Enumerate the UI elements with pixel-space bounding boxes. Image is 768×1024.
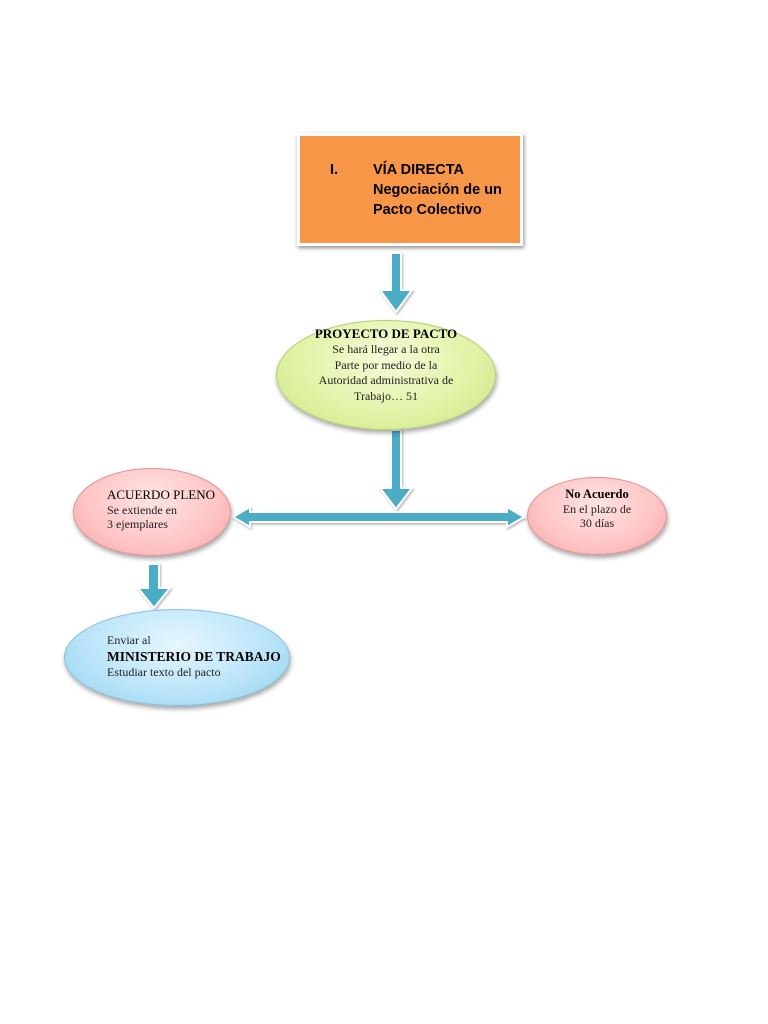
ministerio-line-1: Enviar al <box>107 633 151 647</box>
title-number: I. <box>330 162 339 178</box>
arrow-acuerdo-to-ministerio <box>135 563 173 610</box>
no-acuerdo-line-2: 30 días <box>579 516 615 530</box>
no-acuerdo-line-1: En el plazo de <box>562 501 632 516</box>
arrow-horizontal-double <box>231 505 526 529</box>
ministerio-heading: MINISTERIO DE TRABAJO <box>107 649 281 664</box>
proyecto-line-1: Se hará llegar a la otra <box>332 342 440 356</box>
arrow-proyecto-to-junction <box>377 429 415 511</box>
ministerio-node: Enviar al MINISTERIO DE TRABAJO Estudiar… <box>64 609 290 706</box>
title-line-2: Negociación de un <box>373 182 502 198</box>
acuerdo-line-1: Se extiende en <box>107 502 177 517</box>
acuerdo-line-2: 3 ejemplares <box>107 517 168 531</box>
acuerdo-heading: ACUERDO PLENO <box>107 487 215 502</box>
title-line-1: VÍA DIRECTA <box>373 162 465 178</box>
proyecto-heading: PROYECTO DE PACTO <box>314 326 458 341</box>
title-box: I. VÍA DIRECTA Negociación de un Pacto C… <box>297 133 523 246</box>
no-acuerdo-node: No Acuerdo En el plazo de 30 días <box>527 477 667 555</box>
ministerio-line-3: Estudiar texto del pacto <box>107 665 221 679</box>
arrow-title-to-proyecto <box>378 252 414 314</box>
no-acuerdo-heading: No Acuerdo <box>565 487 629 501</box>
title-line-3: Pacto Colectivo <box>373 202 482 218</box>
acuerdo-node: ACUERDO PLENO Se extiende en 3 ejemplare… <box>73 468 231 556</box>
proyecto-line-2: Parte por medio de la <box>334 357 438 372</box>
proyecto-line-3: Autoridad administrativa de <box>318 373 454 387</box>
proyecto-node: PROYECTO DE PACTO Se hará llegar a la ot… <box>276 320 496 430</box>
proyecto-line-4: Trabajo… 51 <box>354 388 418 403</box>
title-lines: VÍA DIRECTA Negociación de un Pacto Cole… <box>373 160 502 220</box>
